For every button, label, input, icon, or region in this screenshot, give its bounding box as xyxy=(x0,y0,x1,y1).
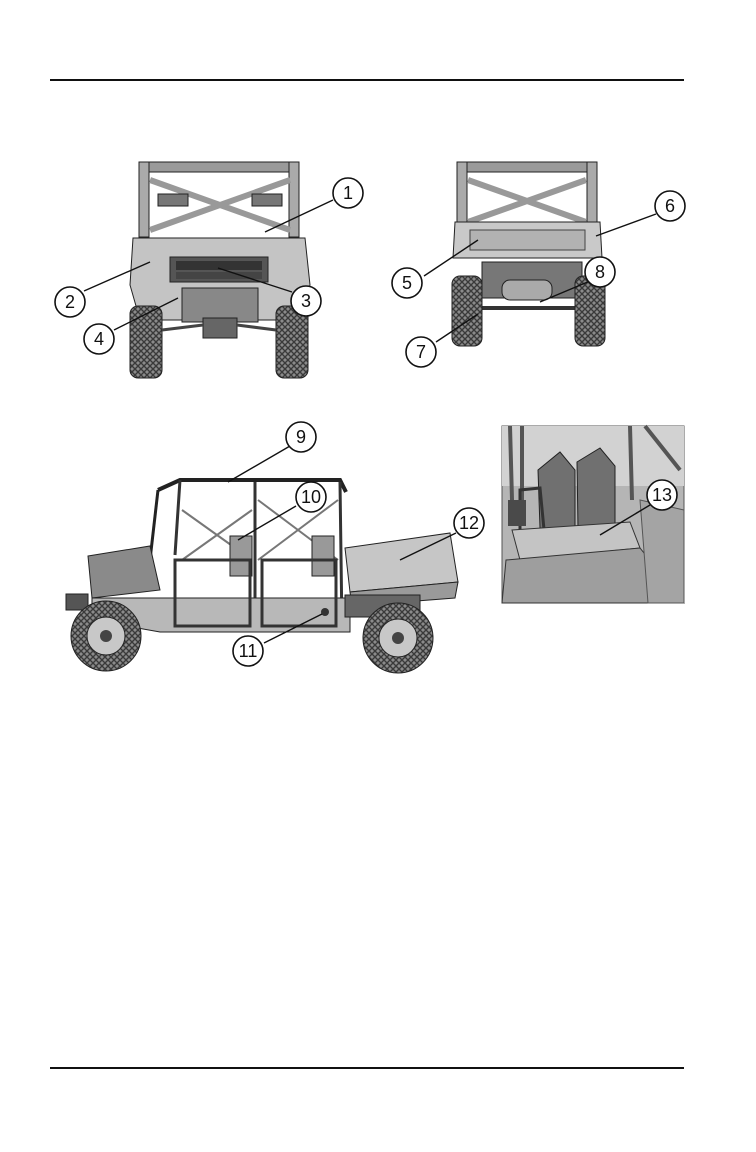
callout-11: 11 xyxy=(233,636,263,666)
rear-seat-photo-figure xyxy=(502,426,684,603)
callout-8: 8 xyxy=(585,257,615,287)
svg-text:7: 7 xyxy=(416,342,426,362)
callout-6: 6 xyxy=(655,191,685,221)
svg-text:10: 10 xyxy=(301,487,321,507)
svg-text:13: 13 xyxy=(652,485,672,505)
callout-10: 10 xyxy=(296,482,326,512)
svg-text:1: 1 xyxy=(343,183,353,203)
callout-2: 2 xyxy=(55,287,85,317)
svg-text:4: 4 xyxy=(94,329,104,349)
svg-text:5: 5 xyxy=(402,273,412,293)
callout-13: 13 xyxy=(647,480,677,510)
svg-text:8: 8 xyxy=(595,262,605,282)
svg-text:12: 12 xyxy=(459,513,479,533)
rear-view-figure xyxy=(452,162,605,346)
svg-text:9: 9 xyxy=(296,427,306,447)
svg-text:6: 6 xyxy=(665,196,675,216)
svg-text:11: 11 xyxy=(239,641,258,661)
svg-text:3: 3 xyxy=(301,291,311,311)
svg-text:2: 2 xyxy=(65,292,75,312)
callout-12: 12 xyxy=(454,508,484,538)
callout-1: 1 xyxy=(333,178,363,208)
callout-3: 3 xyxy=(291,286,321,316)
callout-5: 5 xyxy=(392,268,422,298)
callout-4: 4 xyxy=(84,324,114,354)
callout-7: 7 xyxy=(406,337,436,367)
callout-9: 9 xyxy=(286,422,316,452)
front-view-figure xyxy=(130,162,310,378)
